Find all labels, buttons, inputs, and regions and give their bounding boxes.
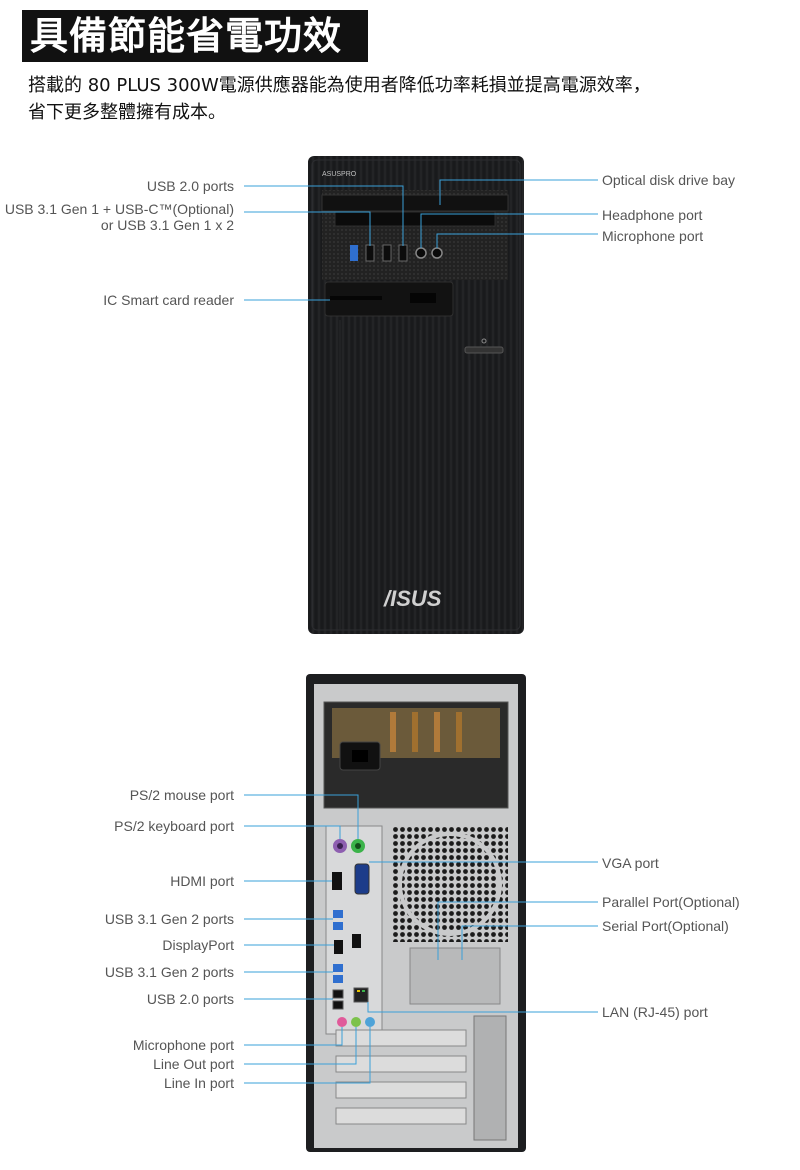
front-tower (308, 156, 524, 634)
displayport-2 (352, 934, 361, 948)
label-headphone-port: Headphone port (602, 207, 703, 223)
front-mic-jack (431, 247, 443, 259)
expansion-slot-4 (335, 1107, 467, 1125)
side-panel-latch (473, 1015, 507, 1141)
front-usb3-port-1 (350, 245, 358, 261)
expansion-slot-1 (335, 1029, 467, 1047)
label-optical-drive: Optical disk drive bay (602, 172, 736, 188)
displayport-1 (334, 940, 343, 954)
rear-usb20-1 (332, 989, 344, 999)
label-lan-port: LAN (RJ-45) port (602, 1004, 708, 1020)
label-vga: VGA port (602, 855, 659, 871)
front-brand-asuspro: ASUSPRO (322, 171, 357, 178)
optical-drive-bay (321, 194, 509, 212)
label-front-usb31-line2: or USB 3.1 Gen 1 x 2 (100, 217, 234, 233)
label-usb31-gen2-a: USB 3.1 Gen 2 ports (104, 911, 234, 927)
optical-drive-tray (334, 211, 496, 227)
label-ps2-keyboard: PS/2 keyboard port (114, 818, 234, 834)
power-button (464, 346, 504, 354)
label-serial-port: Serial Port(Optional) (602, 918, 729, 934)
label-rear-microphone: Microphone port (132, 1037, 234, 1053)
description-line-2: 省下更多整體擁有成本。 (28, 102, 226, 123)
asus-logo: /ISUS (383, 586, 442, 611)
label-usb31-gen2-b: USB 3.1 Gen 2 ports (104, 964, 234, 980)
front-usb3-port-2 (365, 244, 375, 262)
rear-usb31-gen2-b-2 (333, 975, 343, 983)
label-hdmi: HDMI port (170, 873, 234, 889)
front-headphone-jack (415, 247, 427, 259)
hdmi-port (332, 872, 342, 890)
page-title: 具備節能省電功效 (22, 10, 368, 62)
vga-port (354, 863, 370, 895)
label-front-microphone-port: Microphone port (602, 228, 704, 244)
lan-port (353, 987, 369, 1003)
rear-line-in-jack (365, 1017, 375, 1027)
label-line-out: Line Out port (153, 1056, 234, 1072)
front-usb2-port-2 (398, 244, 408, 262)
front-usb2-port-1 (382, 244, 392, 262)
label-front-usb31-line1: USB 3.1 Gen 1 + USB-C™(Optional) (4, 201, 234, 217)
rear-line-out-jack (351, 1017, 361, 1027)
description-line-1: 搭載的 80 PLUS 300W電源供應器能為使用者降低功率耗損並提高電源效率， (28, 75, 651, 96)
power-icon (481, 338, 487, 344)
rear-usb20-2 (332, 1000, 344, 1010)
rear-usb31-gen2-a-2 (333, 922, 343, 930)
label-rear-usb20: USB 2.0 ports (146, 991, 234, 1007)
label-displayport: DisplayPort (162, 937, 234, 953)
label-parallel-port: Parallel Port(Optional) (602, 894, 740, 910)
expansion-slot-3 (335, 1081, 467, 1099)
rear-usb31-gen2-b-1 (333, 964, 343, 972)
label-line-in: Line In port (163, 1075, 234, 1091)
rear-tower (306, 674, 526, 1152)
rear-fan-grille (392, 826, 508, 942)
rear-usb31-gen2-a-1 (333, 910, 343, 918)
card-reader-panel (324, 281, 454, 317)
label-smart-card-reader: IC Smart card reader (103, 292, 234, 308)
rear-leader-lines (244, 794, 598, 1084)
smart-card-slot (330, 296, 382, 300)
page-description: 搭載的 80 PLUS 300W電源供應器能為使用者降低功率耗損並提高電源效率，… (28, 72, 748, 126)
front-leader-lines (244, 179, 598, 301)
rear-mic-jack (337, 1017, 347, 1027)
label-front-usb20: USB 2.0 ports (146, 178, 234, 194)
optional-port-brackets (409, 947, 501, 1005)
label-ps2-mouse: PS/2 mouse port (129, 787, 234, 803)
sd-card-slot (410, 293, 436, 303)
